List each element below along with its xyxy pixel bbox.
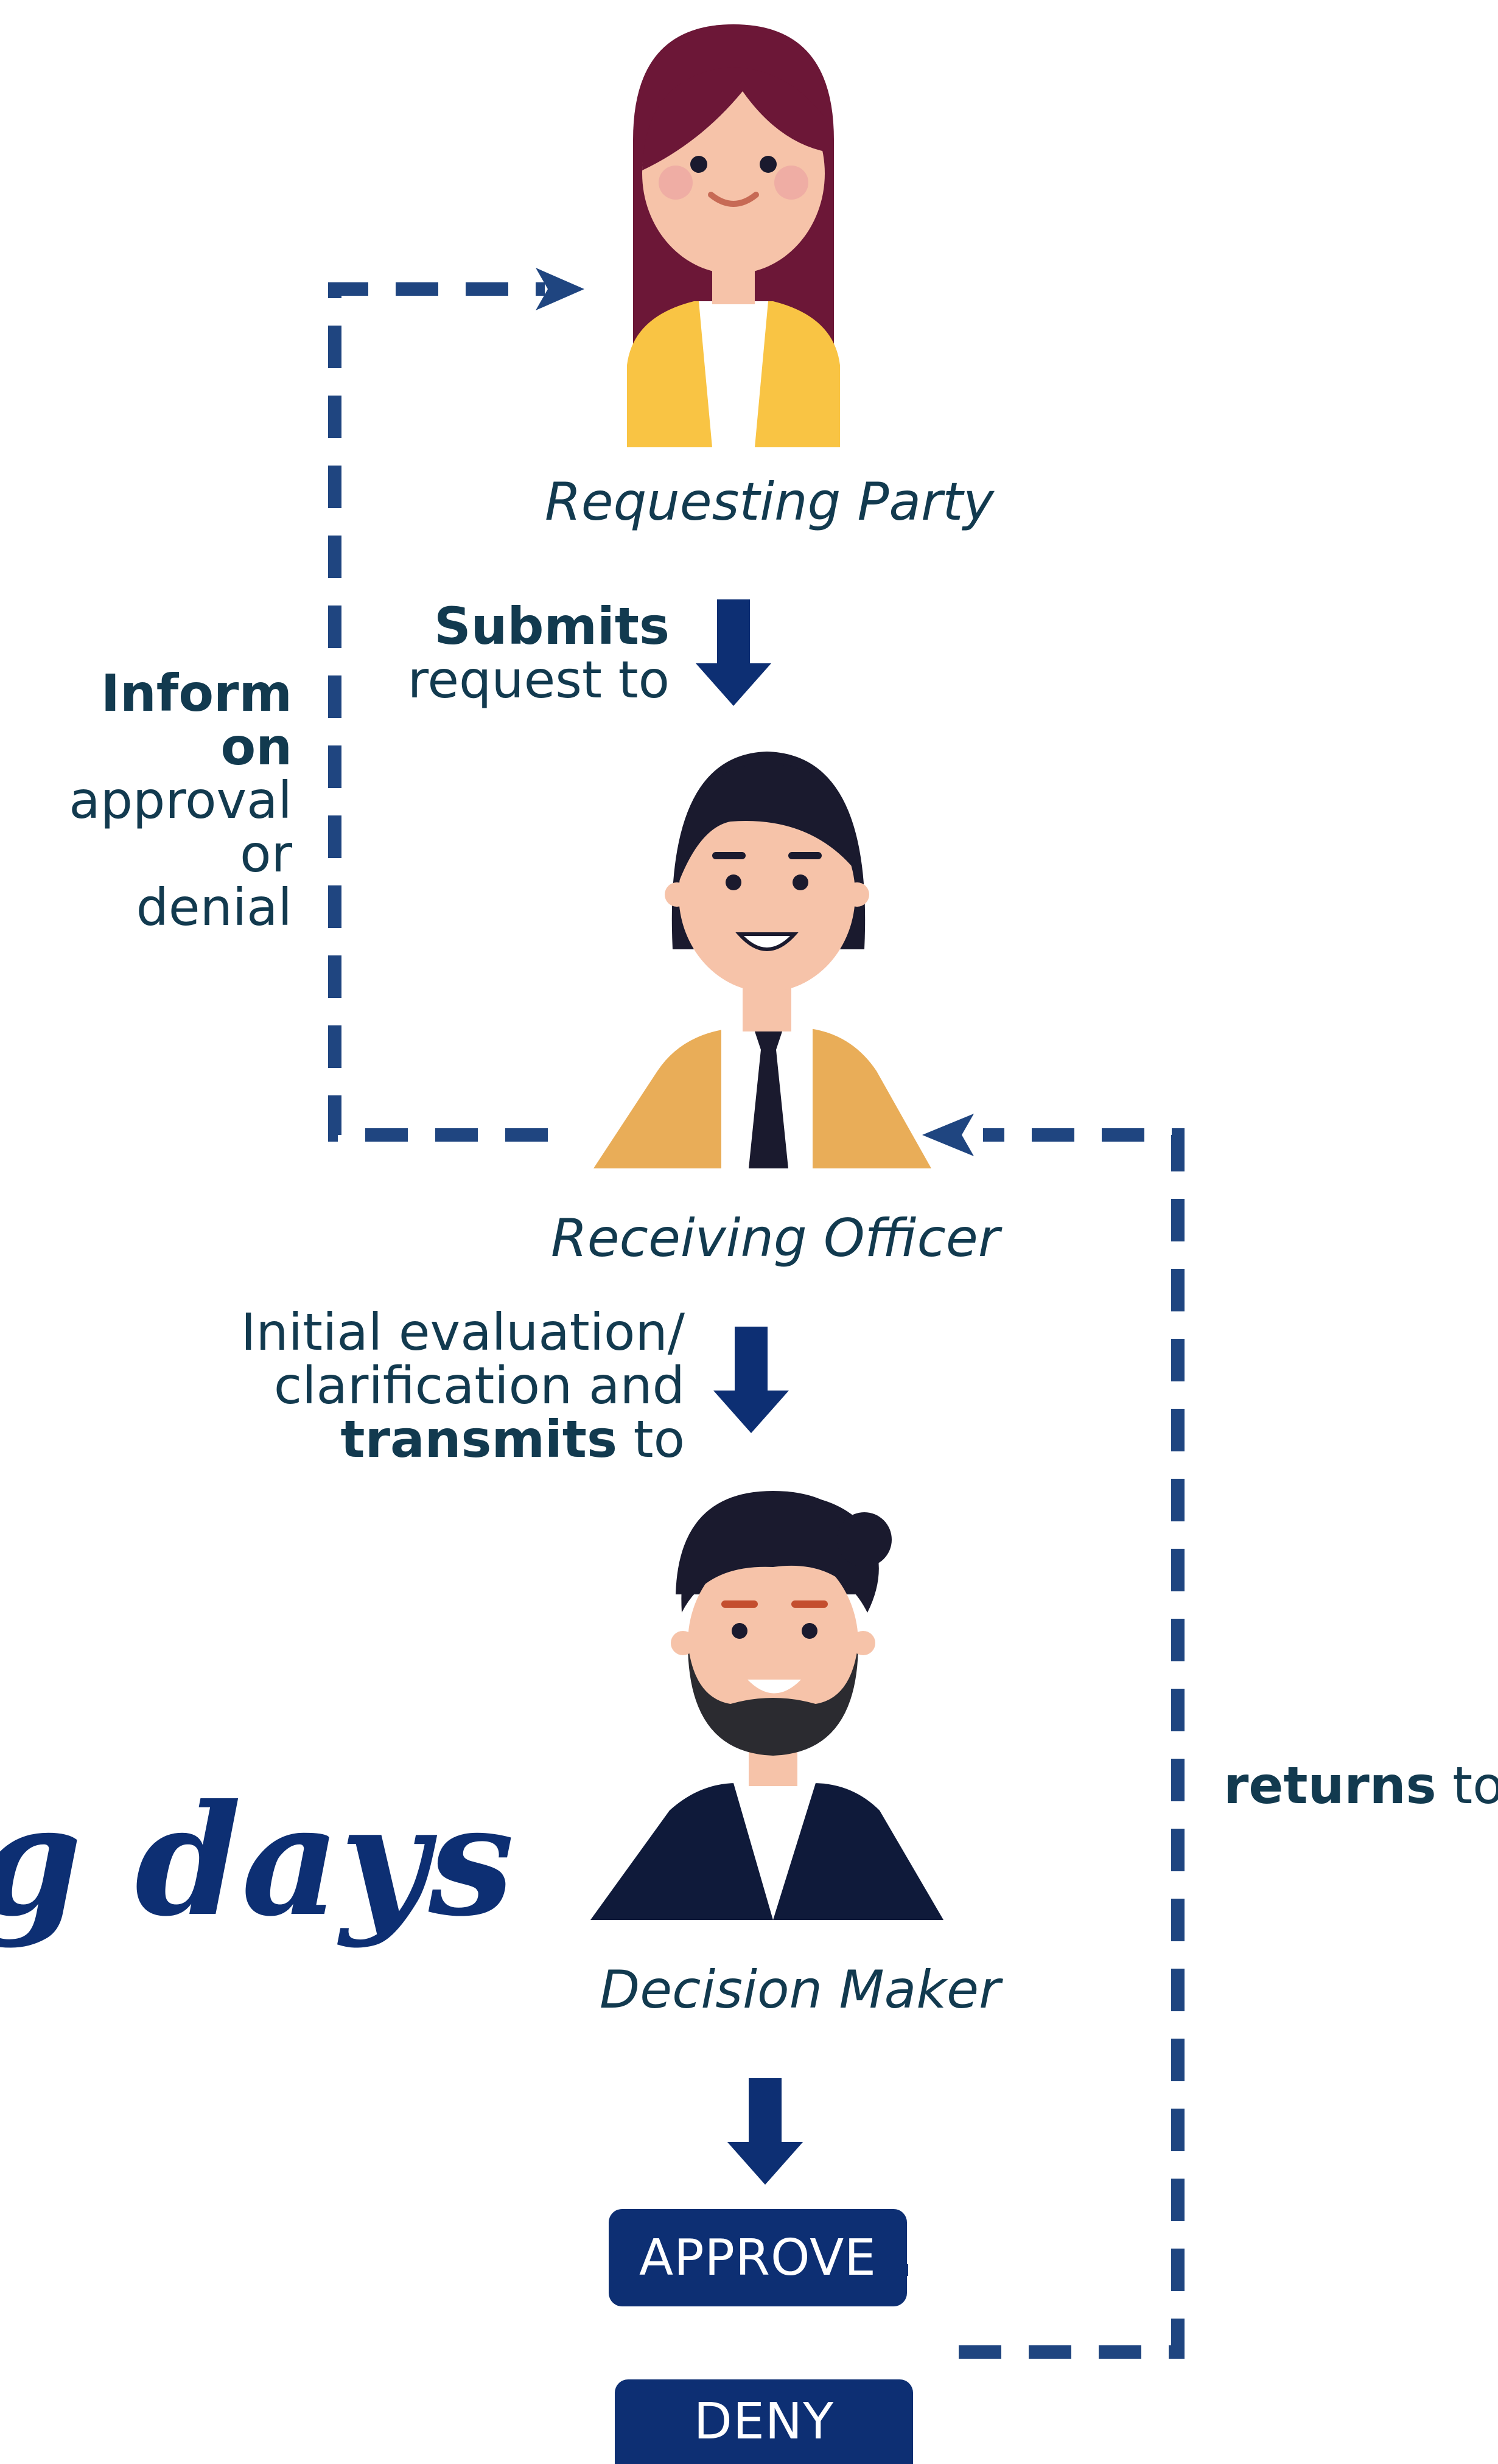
inform-bold: Inform on (100, 663, 292, 777)
eval-rest: to (617, 1409, 685, 1469)
requesting-party-label: Requesting Party (545, 472, 995, 532)
inform-loop-connector (328, 282, 548, 1142)
receiving-officer-label: Receiving Officer (551, 1208, 1000, 1269)
submits-rest: request to (407, 650, 670, 710)
eval-line1: Initial evaluation/ (240, 1302, 685, 1362)
inform-step-label: Inform on approval or denial (12, 666, 292, 934)
down-arrow-icon (713, 1327, 789, 1433)
returns-bold: returns (1223, 1756, 1437, 1815)
woman-avatar-icon (627, 24, 840, 447)
deny-button[interactable]: DENY (615, 2379, 913, 2464)
eval-bold: transmits (340, 1409, 617, 1469)
eval-line2: clarification and (273, 1356, 685, 1415)
returns-rest: to (1436, 1756, 1498, 1815)
inform-line2: approval or (69, 770, 292, 884)
returns-step-label: returns to (1223, 1759, 1498, 1812)
evaluation-step-label: Initial evaluation/ clarification and tr… (183, 1305, 685, 1466)
submits-bold: Submits (434, 596, 670, 656)
inform-arrowhead-icon (536, 268, 584, 310)
down-arrow-icon (696, 599, 771, 706)
returns-loop-connector (959, 1128, 1185, 2359)
approve-button[interactable]: APPROVE (609, 2209, 907, 2306)
returns-arrowhead-icon (922, 1114, 974, 1156)
down-arrow-icon (727, 2078, 803, 2185)
bearded-man-avatar-icon (590, 1491, 943, 1920)
partial-heading: g days (0, 1771, 514, 1950)
decision-maker-label: Decision Maker (600, 1960, 1001, 2020)
submits-step-label: Submits request to (353, 599, 670, 707)
officer-avatar-icon (593, 752, 931, 1168)
inform-line3: denial (136, 878, 292, 937)
